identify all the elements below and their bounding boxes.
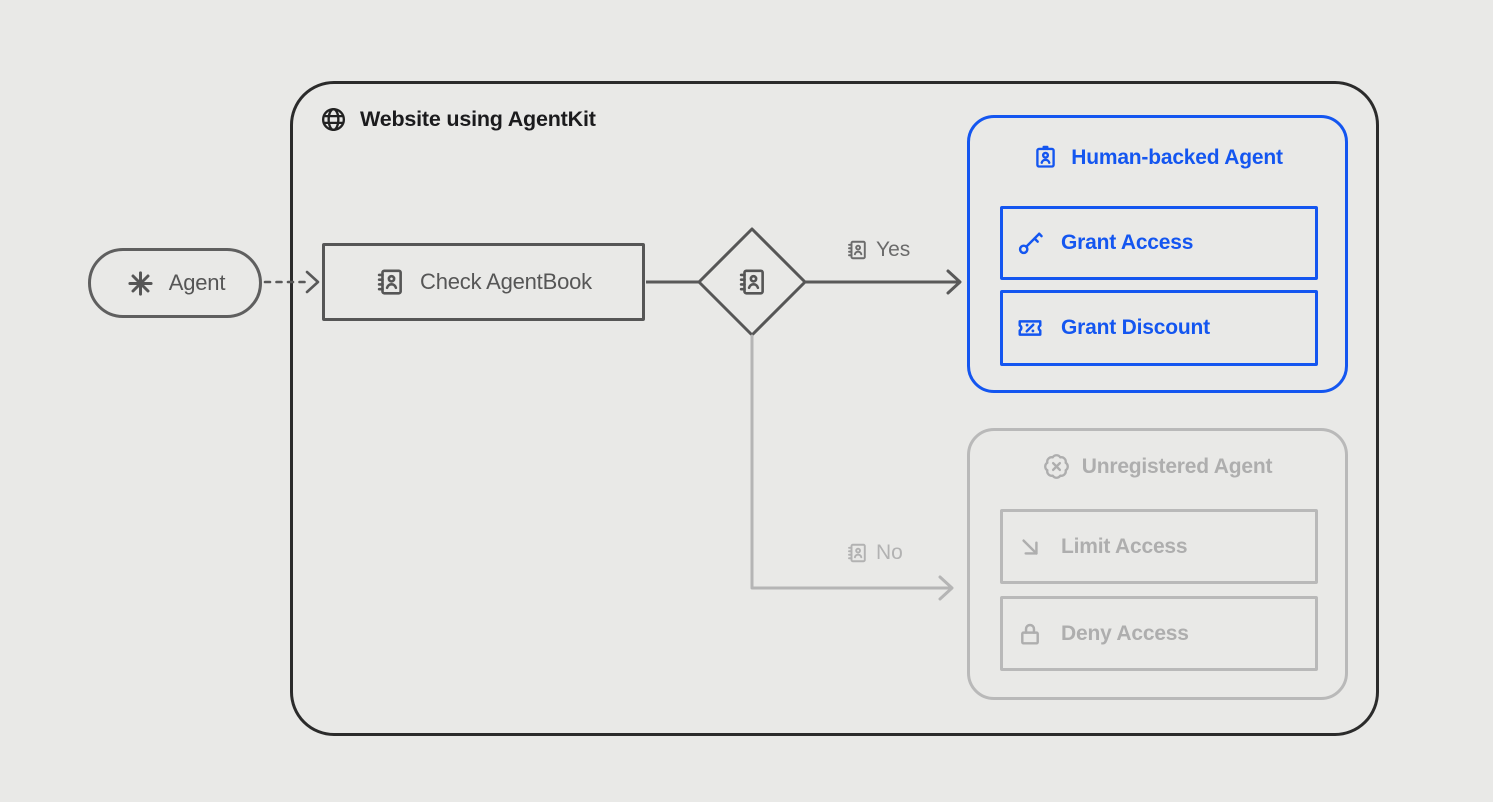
unregistered-agent-card: Unregistered Agent Limit Access Deny Acc… — [967, 428, 1348, 700]
deny-access-label: Deny Access — [1061, 621, 1189, 645]
human-backed-agent-card: Human-backed Agent Grant Access Grant Di… — [967, 115, 1348, 393]
badge-x-icon — [1043, 453, 1070, 480]
agentbook-icon — [846, 542, 868, 564]
container-title: Website using AgentKit — [320, 106, 596, 133]
key-icon — [1016, 229, 1044, 257]
check-agentbook-node: Check AgentBook — [322, 243, 645, 321]
website-container — [290, 81, 1379, 736]
ticket-percent-icon — [1016, 314, 1044, 342]
id-badge-icon — [1032, 144, 1059, 171]
yes-edge-label: Yes — [846, 238, 910, 262]
agent-node: Agent — [88, 248, 262, 318]
unregistered-agent-header: Unregistered Agent — [970, 453, 1345, 480]
globe-icon — [320, 106, 347, 133]
grant-access-label: Grant Access — [1061, 231, 1194, 254]
no-label-text: No — [876, 541, 903, 564]
agentbook-icon — [375, 267, 405, 297]
unregistered-agent-title: Unregistered Agent — [1081, 454, 1273, 478]
asterisk-icon — [125, 268, 156, 299]
check-agentbook-label: Check AgentBook — [420, 269, 592, 294]
grant-discount-box: Grant Discount — [1000, 290, 1318, 366]
grant-access-box: Grant Access — [1000, 206, 1318, 280]
lock-icon — [1016, 620, 1044, 648]
container-title-label: Website using AgentKit — [360, 107, 596, 131]
agent-node-label: Agent — [168, 270, 226, 295]
agentbook-icon — [846, 239, 868, 261]
no-edge-label: No — [846, 541, 903, 565]
grant-discount-label: Grant Discount — [1061, 316, 1210, 339]
limit-access-box: Limit Access — [1000, 509, 1318, 584]
human-backed-agent-title: Human-backed Agent — [1071, 145, 1283, 169]
agentbook-icon — [737, 267, 767, 297]
limit-access-label: Limit Access — [1061, 534, 1188, 558]
arrow-down-right-icon — [1016, 533, 1044, 561]
human-backed-agent-header: Human-backed Agent — [970, 144, 1345, 171]
yes-label-text: Yes — [876, 238, 911, 261]
deny-access-box: Deny Access — [1000, 596, 1318, 671]
